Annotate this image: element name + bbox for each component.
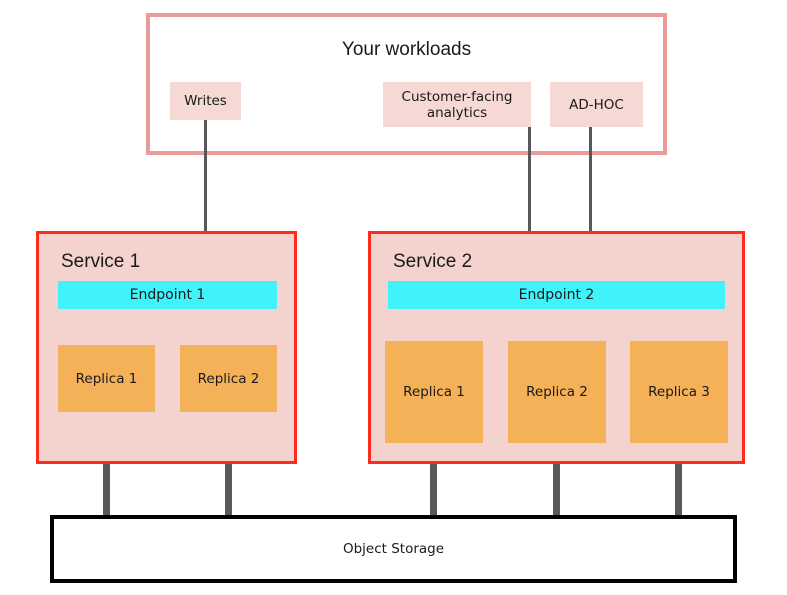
service1-replica-2[interactable]: Replica 2 bbox=[180, 345, 277, 412]
replica-label: Replica 2 bbox=[526, 384, 588, 400]
workload-chip-writes[interactable]: Writes bbox=[170, 82, 241, 120]
arrow-adhoc-to-endpoint2-line bbox=[589, 127, 592, 262]
arrow-analytics-to-endpoint2-line bbox=[528, 127, 531, 262]
workload-chip-ad-hoc[interactable]: AD-HOC bbox=[550, 82, 643, 127]
replica-label: Replica 3 bbox=[648, 384, 710, 400]
endpoint-1[interactable]: Endpoint 1 bbox=[58, 281, 277, 309]
service-title: Service 1 bbox=[61, 251, 141, 272]
workloads-title: Your workloads bbox=[341, 39, 472, 60]
object-storage-label: Object Storage bbox=[342, 541, 445, 557]
service2-replica-2[interactable]: Replica 2 bbox=[508, 341, 606, 443]
endpoint-label: Endpoint 1 bbox=[129, 287, 206, 303]
replica-label: Replica 1 bbox=[75, 370, 138, 387]
workload-chip-label: Writes bbox=[184, 93, 227, 109]
workload-chip-label: AD-HOC bbox=[569, 96, 624, 113]
service2-replica-3[interactable]: Replica 3 bbox=[630, 341, 728, 443]
service-title: Service 2 bbox=[393, 251, 473, 272]
replica-label: Replica 1 bbox=[403, 384, 465, 400]
service2-replica-1[interactable]: Replica 1 bbox=[385, 341, 483, 443]
workload-chip-customer-facing-analytics[interactable]: Customer-facing analytics bbox=[383, 82, 531, 127]
endpoint-label: Endpoint 2 bbox=[518, 287, 595, 303]
service1-replica-1[interactable]: Replica 1 bbox=[58, 345, 155, 412]
endpoint-2[interactable]: Endpoint 2 bbox=[388, 281, 725, 309]
object-storage-box[interactable]: Object Storage bbox=[50, 515, 737, 583]
replica-label: Replica 2 bbox=[197, 370, 260, 387]
workload-chip-label: Customer-facing analytics bbox=[401, 88, 513, 121]
arrow-writes-to-endpoint1-line bbox=[204, 120, 207, 262]
